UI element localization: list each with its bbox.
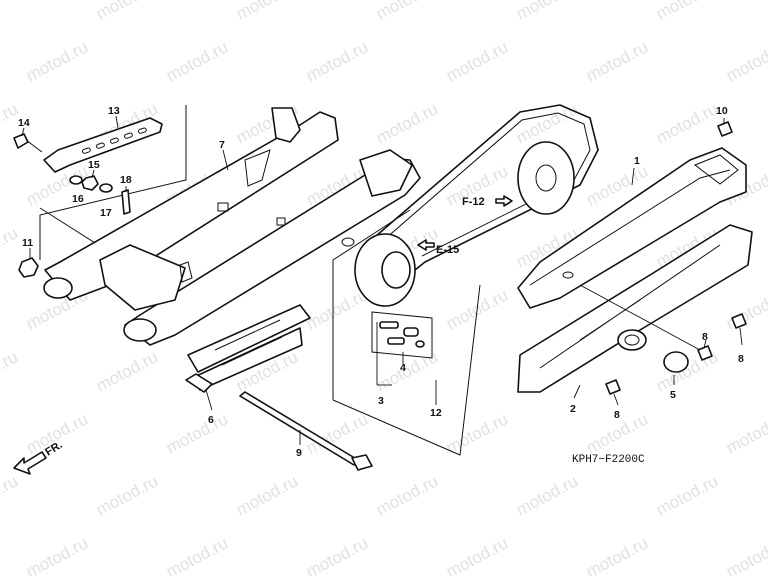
ref-f12-label: F-12 xyxy=(462,196,485,208)
drive-sprocket xyxy=(354,233,416,307)
chain-joint xyxy=(371,311,433,359)
callout-16: 16 xyxy=(72,193,84,205)
watermark-text: motod.ru xyxy=(723,533,768,576)
watermark-text: motod.ru xyxy=(0,471,21,519)
plate-slot xyxy=(138,127,147,134)
ref-f12-arrow: F-12 xyxy=(462,195,513,208)
watermark-text: motod.ru xyxy=(723,37,768,85)
nut-11 xyxy=(18,257,39,278)
bolt-14 xyxy=(13,133,43,153)
watermark-text: motod.ru xyxy=(443,409,511,457)
callout-11: 11 xyxy=(22,237,33,249)
plate xyxy=(43,117,163,173)
watermark-text: motod.ru xyxy=(373,347,441,395)
watermark-text: motod.ru xyxy=(513,0,581,24)
plate-slot xyxy=(82,147,91,154)
lower-chain-case xyxy=(517,224,753,393)
plate-slot xyxy=(124,132,133,139)
callout-7: 7 xyxy=(219,139,225,151)
driven-sprocket xyxy=(517,141,575,215)
callouts: 1 2 3 4 5 6 7 8 8 8 9 10 11 12 13 14 15 … xyxy=(18,105,744,459)
callout-10: 10 xyxy=(716,105,728,117)
callout-8-a: 8 xyxy=(702,331,708,343)
callout-6: 6 xyxy=(208,414,214,426)
watermark-text: motod.ru xyxy=(93,471,161,519)
callout-14: 14 xyxy=(18,117,30,129)
watermark-text: motod.ru xyxy=(163,533,231,576)
cap xyxy=(663,351,689,373)
callout-4: 4 xyxy=(400,362,406,374)
swingarm xyxy=(43,107,421,346)
axle xyxy=(239,391,373,471)
callout-18: 18 xyxy=(120,174,132,186)
callout-12: 12 xyxy=(430,407,442,419)
chain-slider xyxy=(185,304,311,393)
watermark-text: motod.ru xyxy=(233,0,301,24)
ref-e15-label: E-15 xyxy=(436,244,459,256)
upper-chain-case xyxy=(517,147,747,309)
watermark-text: motod.ru xyxy=(723,285,768,333)
watermark-text: motod.ru xyxy=(23,37,91,85)
pin-18 xyxy=(121,189,131,215)
bolt-10 xyxy=(717,121,733,137)
watermark-text: motod.ru xyxy=(583,37,651,85)
washer-16 xyxy=(69,175,83,185)
callout-3: 3 xyxy=(378,395,384,407)
diagram-code: KPH7−F2200C xyxy=(572,454,645,466)
watermark-text: motod.ru xyxy=(653,0,721,24)
watermark-text: motod.ru xyxy=(303,533,371,576)
watermark-text: motod.ru xyxy=(513,471,581,519)
plate-slot xyxy=(96,142,105,149)
callout-15: 15 xyxy=(88,159,100,171)
watermark-text: motod.ru xyxy=(373,471,441,519)
watermark-text: motod.ru xyxy=(0,347,21,395)
watermark-text: motod.ru xyxy=(373,0,441,24)
callout-17: 17 xyxy=(100,207,112,219)
watermark-text: motod.ru xyxy=(163,37,231,85)
callout-2: 2 xyxy=(570,403,576,415)
callout-13: 13 xyxy=(108,105,120,117)
callout-1: 1 xyxy=(634,155,640,167)
watermark-text: motod.ru xyxy=(723,409,768,457)
watermark-text: motod.ru xyxy=(0,0,21,24)
bolt-8-b xyxy=(731,313,747,329)
plate-slot xyxy=(110,137,119,144)
bolt-8-a xyxy=(697,345,713,361)
watermark-text: motod.ru xyxy=(93,0,161,24)
callout-8-b: 8 xyxy=(738,353,744,365)
callout-5: 5 xyxy=(670,389,676,401)
collar-17 xyxy=(99,183,113,193)
watermark-text: motod.ru xyxy=(233,471,301,519)
watermark-text: motod.ru xyxy=(653,99,721,147)
bolt-8-c xyxy=(605,379,621,395)
ref-e15-arrow: E-15 xyxy=(417,239,459,256)
watermark-text: motod.ru xyxy=(93,347,161,395)
leader-lines xyxy=(21,115,743,445)
watermark-text: motod.ru xyxy=(23,533,91,576)
watermark-text: motod.ru xyxy=(443,533,511,576)
watermark-text: motod.ru xyxy=(653,471,721,519)
callout-8-c: 8 xyxy=(614,409,620,421)
watermark-text: motod.ru xyxy=(303,37,371,85)
watermark-text: motod.ru xyxy=(0,223,21,271)
callout-9: 9 xyxy=(296,447,302,459)
watermark-text: motod.ru xyxy=(443,37,511,85)
watermark-text: motod.ru xyxy=(373,99,441,147)
watermark-text: motod.ru xyxy=(163,409,231,457)
watermark-text: motod.ru xyxy=(583,533,651,576)
